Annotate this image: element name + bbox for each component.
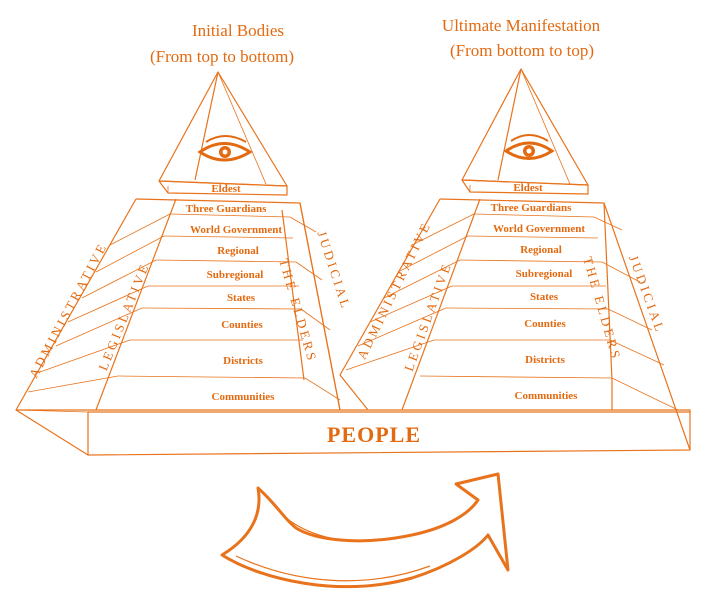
left-level-communities: Communities xyxy=(212,391,276,403)
left-level-states: States xyxy=(227,292,256,304)
right-judicial-label: JUDICIAL xyxy=(626,253,668,336)
left-level-districts: Districts xyxy=(223,355,263,367)
right-level-subregional: Subregional xyxy=(516,268,573,280)
left-title-line2: (From top to bottom) xyxy=(150,47,294,66)
people-label: PEOPLE xyxy=(327,422,421,447)
right-title-line1: Ultimate Manifestation xyxy=(442,16,601,35)
left-level-counties: Counties xyxy=(221,319,263,331)
right-title-line2: (From bottom to top) xyxy=(450,41,594,60)
left-judicial-label: JUDICIAL xyxy=(314,229,354,312)
right-level-states: States xyxy=(530,291,559,303)
right-pyramid xyxy=(339,68,691,451)
right-level-three-guardians: Three Guardians xyxy=(491,202,573,214)
right-level-counties: Counties xyxy=(524,318,566,330)
left-eye-icon xyxy=(197,135,253,162)
left-title-line1: Initial Bodies xyxy=(192,21,284,40)
curved-arrow-icon xyxy=(220,472,510,588)
right-eye-icon xyxy=(503,134,555,160)
right-level-districts: Districts xyxy=(525,354,565,366)
left-level-three-guardians: Three Guardians xyxy=(186,203,268,215)
left-level-eldest: Eldest xyxy=(211,183,241,195)
right-level-eldest: Eldest xyxy=(513,182,543,194)
left-level-regional: Regional xyxy=(217,245,259,257)
right-level-communities: Communities xyxy=(515,390,579,402)
left-pyramid xyxy=(15,71,341,411)
left-level-subregional: Subregional xyxy=(207,269,264,281)
right-level-regional: Regional xyxy=(520,244,562,256)
left-level-world-government: World Government xyxy=(190,224,282,236)
right-legislative-label: LEGISLATIVE xyxy=(401,260,455,374)
right-level-world-government: World Government xyxy=(493,223,585,235)
